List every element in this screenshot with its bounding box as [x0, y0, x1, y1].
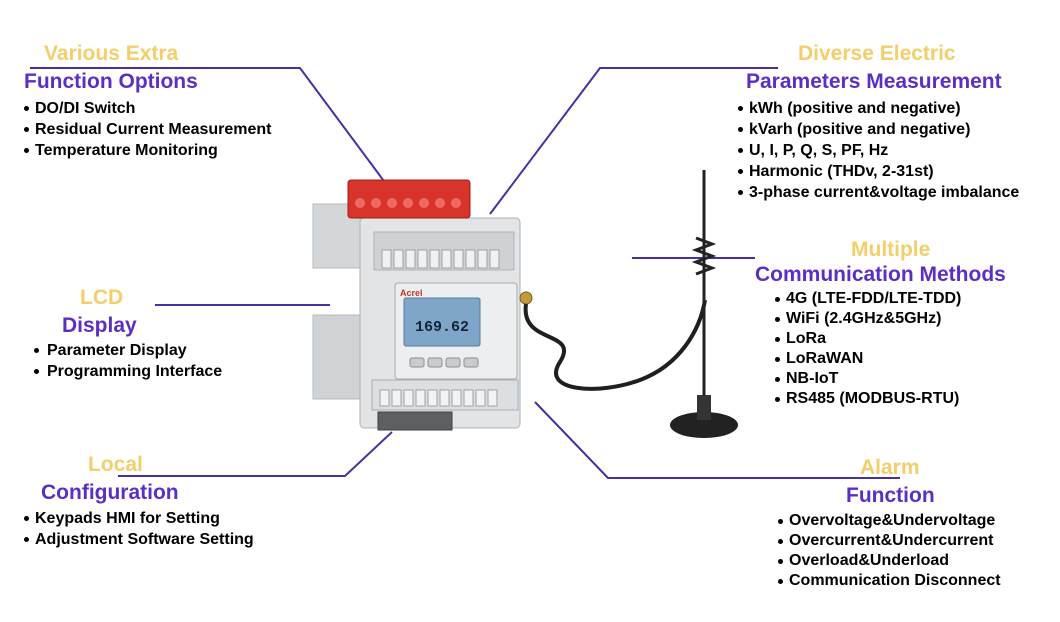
list-item: Adjustment Software Setting [24, 529, 254, 550]
list-item: LoRaWAN [775, 349, 1006, 369]
feature-title-line1: LCD [80, 286, 124, 309]
feature-title-line2: Function [846, 484, 935, 507]
list-item: Overload&Underload [778, 551, 1001, 571]
list-item: RS485 (MODBUS-RTU) [775, 389, 1006, 409]
meter-device: 169.62 Acrel [312, 179, 521, 431]
feature-item-list: Keypads HMI for Setting Adjustment Softw… [24, 508, 254, 550]
feature-title-line2: Parameters Measurement [746, 70, 1002, 93]
feature-item-list: Parameter Display Programming Interface [34, 340, 222, 382]
bottom-terminals [379, 389, 498, 407]
feature-extra-functions: Various Extra Function Options DO/DI Swi… [24, 43, 272, 161]
leader-line-extra [30, 67, 396, 197]
feature-communication: Multiple Communication Methods 4G (LTE-F… [755, 239, 1006, 409]
list-item: Temperature Monitoring [24, 140, 272, 161]
feature-title-line2: Function Options [24, 70, 198, 93]
list-item: 4G (LTE-FDD/LTE-TDD) [775, 289, 1006, 309]
list-item: Residual Current Measurement [24, 119, 272, 140]
feature-title-line1: Alarm [860, 456, 920, 479]
list-item: Overvoltage&Undervoltage [778, 511, 1001, 531]
list-item: Parameter Display [34, 340, 222, 361]
feature-item-list: DO/DI Switch Residual Current Measuremen… [24, 98, 272, 161]
gray-terminal-block [377, 411, 453, 431]
feature-lcd-display: LCD Display Parameter Display Programmin… [34, 287, 222, 382]
leader-line-local [118, 431, 393, 477]
list-item: kVarh (positive and negative) [738, 119, 1019, 140]
leader-line-electric [489, 67, 778, 215]
leader-line-alarm [534, 401, 900, 479]
feature-electric-parameters: Diverse Electric Parameters Measurement … [738, 43, 1019, 203]
feature-item-list: kWh (positive and negative) kVarh (posit… [738, 98, 1019, 203]
antenna-icon [519, 170, 738, 438]
list-item: Overcurrent&Undercurrent [778, 531, 1001, 551]
list-item: DO/DI Switch [24, 98, 272, 119]
feature-title-line2: Display [62, 314, 137, 337]
feature-alarm: Alarm Function Overvoltage&Undervoltage … [778, 457, 1001, 591]
feature-title-line2: Configuration [41, 481, 179, 504]
leader-lines [30, 67, 900, 479]
list-item: 3-phase current&voltage imbalance [738, 182, 1019, 203]
top-terminals [381, 249, 500, 269]
list-item: Keypads HMI for Setting [24, 508, 254, 529]
feature-title-line2: Communication Methods [755, 263, 1006, 286]
list-item: Communication Disconnect [778, 571, 1001, 591]
list-item: WiFi (2.4GHz&5GHz) [775, 309, 1006, 329]
lcd-reading: 169.62 [415, 319, 469, 336]
feature-title-line1: Local [88, 453, 143, 476]
keypad-buttons [409, 357, 479, 368]
feature-item-list: 4G (LTE-FDD/LTE-TDD) WiFi (2.4GHz&5GHz) … [775, 289, 1006, 409]
brand-logo-text: Acrel [400, 288, 423, 298]
feature-item-list: Overvoltage&Undervoltage Overcurrent&Und… [778, 511, 1001, 591]
lcd-screen [403, 297, 481, 347]
list-item: LoRa [775, 329, 1006, 349]
list-item: kWh (positive and negative) [738, 98, 1019, 119]
list-item: Harmonic (THDv, 2-31st) [738, 161, 1019, 182]
list-item: U, I, P, Q, S, PF, Hz [738, 140, 1019, 161]
feature-title-line1: Diverse Electric [798, 42, 956, 65]
list-item: Programming Interface [34, 361, 222, 382]
feature-title-line1: Multiple [851, 238, 931, 261]
feature-local-configuration: Local Configuration Keypads HMI for Sett… [24, 454, 254, 550]
feature-title-line1: Various Extra [44, 42, 179, 65]
list-item: NB-IoT [775, 369, 1006, 389]
